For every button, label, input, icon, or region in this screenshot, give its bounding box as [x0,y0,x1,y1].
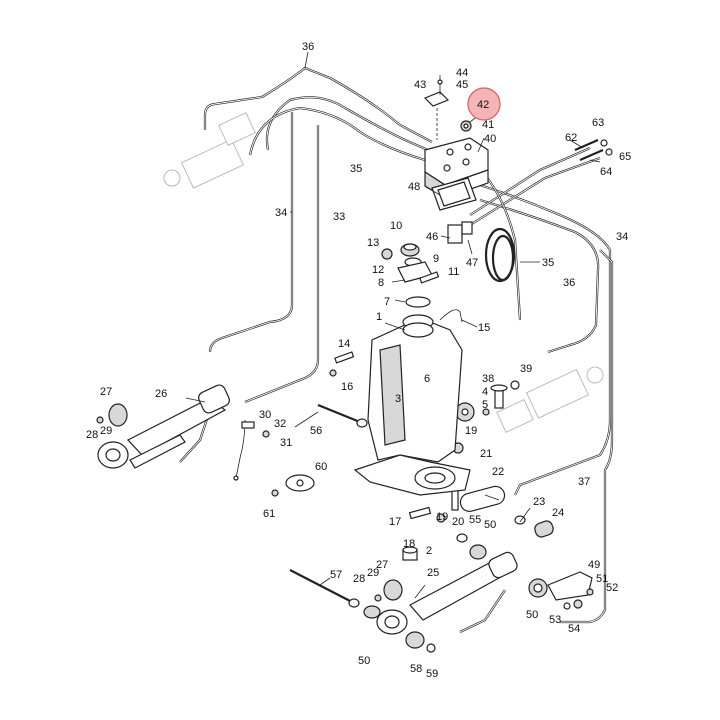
callout-24: 24 [552,507,564,519]
callout-4: 4 [482,386,488,398]
callout-23: 23 [533,496,545,508]
callout-35: 35 [542,257,554,269]
callout-16: 16 [341,381,353,393]
callout-31: 31 [280,437,292,449]
swivel-bracket [353,314,471,496]
callout-36: 36 [302,41,314,53]
callout-45: 45 [456,79,468,91]
callout-30: 30 [259,409,271,421]
callout-5: 5 [482,399,488,411]
callout-labels: 42 36 44 45 43 41 40 63 62 65 64 35 48 3… [86,41,631,680]
callout-39: 39 [520,363,532,375]
callout-34: 34 [275,207,287,219]
pivot-pins [289,403,506,608]
callout-48: 48 [408,181,420,193]
callout-34: 34 [616,231,628,243]
callout-27: 27 [376,559,388,571]
callout-49: 49 [588,559,600,571]
callout-17: 17 [389,516,401,528]
callout-43: 43 [414,79,426,91]
callout-22: 22 [492,466,504,478]
callout-37: 37 [578,476,590,488]
callout-13: 13 [367,237,379,249]
callout-63: 63 [592,117,604,129]
callout-62: 62 [565,132,577,144]
callout-29: 29 [367,567,379,579]
callout-14: 14 [338,338,350,350]
callout-38: 38 [482,373,494,385]
leader-lines [185,51,601,599]
callout-25: 25 [427,567,439,579]
callout-21: 21 [480,448,492,460]
callout-19: 19 [465,425,477,437]
callout-12: 12 [372,264,384,276]
callout-7: 7 [384,296,390,308]
callout-55: 55 [469,514,481,526]
callout-6: 6 [424,373,430,385]
callout-2: 2 [426,545,432,557]
callout-27: 27 [100,386,112,398]
callout-60: 60 [315,461,327,473]
callout-40: 40 [484,133,496,145]
fasteners-top [423,75,472,140]
callout-32: 32 [274,418,286,430]
callout-29: 29 [100,425,112,437]
callout-50: 50 [358,655,370,667]
callout-9: 9 [433,253,439,265]
callout-20: 20 [452,516,464,528]
callout-61: 61 [263,508,275,520]
lower-right-parts [233,421,594,610]
manifold-block [424,137,489,244]
ghost-cylinder-left [163,112,256,189]
callout-47: 47 [466,257,478,269]
ghost-cylinder-right [496,366,604,433]
callout-26: 26 [155,388,167,400]
callout-33: 33 [333,211,345,223]
callout-53: 53 [549,614,561,626]
callout-36: 36 [563,277,575,289]
trim-cylinder-left [96,384,230,469]
fittings-62-64 [574,138,613,162]
trim-cylinder-right [363,551,518,653]
callout-50: 50 [484,519,496,531]
callout-19: 19 [436,511,448,523]
callout-50: 50 [526,609,538,621]
callout-41: 41 [482,119,494,131]
callout-35: 35 [350,163,362,175]
hydraulic-hoses [179,66,614,633]
callout-58: 58 [410,663,422,675]
callout-15: 15 [478,322,490,334]
callout-54: 54 [568,623,580,635]
callout-59: 59 [426,668,438,680]
callout-57: 57 [330,569,342,581]
callout-44: 44 [456,67,468,79]
callout-65: 65 [619,151,631,163]
callout-64: 64 [600,166,612,178]
callout-11: 11 [448,266,459,278]
highlight-circle [467,87,501,121]
callout-52: 52 [606,582,618,594]
callout-18: 18 [403,538,415,550]
callout-56: 56 [310,425,322,437]
callout-8: 8 [378,277,384,289]
callout-46: 46 [426,231,438,243]
callout-1: 1 [376,311,382,323]
callout-28: 28 [353,573,365,585]
callout-10: 10 [390,220,402,232]
callout-51: 51 [596,573,608,585]
callout-28: 28 [86,429,98,441]
callout-3: 3 [395,393,401,405]
callout-42: 42 [477,99,489,111]
